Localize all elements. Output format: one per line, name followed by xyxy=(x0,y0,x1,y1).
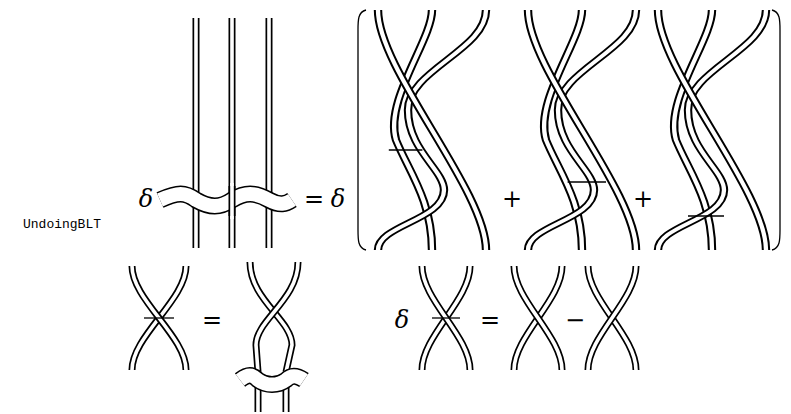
strand xyxy=(422,266,470,370)
braid xyxy=(658,10,766,250)
strand xyxy=(658,10,766,250)
strand xyxy=(194,18,198,248)
strand xyxy=(132,266,186,370)
strand xyxy=(230,18,234,248)
crossing-mark xyxy=(432,317,460,318)
strand xyxy=(658,10,766,250)
strand xyxy=(514,266,562,370)
strand xyxy=(514,266,562,370)
strand xyxy=(256,262,298,372)
strand xyxy=(528,10,636,250)
strand xyxy=(422,266,470,370)
strands-with-band xyxy=(160,18,292,248)
band xyxy=(240,376,304,385)
strand xyxy=(528,10,636,250)
strand xyxy=(132,266,186,370)
strand xyxy=(588,266,636,370)
strand xyxy=(132,266,186,370)
equals-sign: = xyxy=(202,308,222,332)
strand xyxy=(422,266,470,370)
equals-sign: = xyxy=(480,308,500,332)
strand xyxy=(658,10,766,250)
negative-crossing xyxy=(588,266,636,370)
strand xyxy=(514,266,562,370)
delta-symbol: δ xyxy=(331,187,345,211)
strand xyxy=(588,266,636,370)
figure-tag: UndoingBLT xyxy=(23,218,101,231)
strand xyxy=(256,262,298,372)
marked-crossing xyxy=(132,266,186,370)
strand xyxy=(422,266,470,370)
strand xyxy=(229,18,236,248)
crossing-mark xyxy=(144,317,174,318)
strand xyxy=(193,18,200,248)
crossing-with-band xyxy=(240,262,304,412)
strand xyxy=(658,10,766,250)
strand xyxy=(528,10,636,250)
bracket xyxy=(772,10,780,250)
plus-sign: + xyxy=(502,187,522,211)
strand xyxy=(514,266,562,370)
delta-symbol: δ xyxy=(139,187,153,211)
strand xyxy=(378,10,486,250)
strand xyxy=(132,266,186,370)
strand xyxy=(267,18,271,248)
strand xyxy=(266,18,273,248)
strand xyxy=(588,266,636,370)
equals-sign: = xyxy=(304,187,324,211)
minus-sign: − xyxy=(565,308,585,332)
braid xyxy=(378,10,486,250)
delta-symbol: δ xyxy=(395,308,409,332)
braid xyxy=(528,10,636,250)
strand xyxy=(378,10,486,250)
strand xyxy=(378,10,486,250)
band xyxy=(160,194,292,206)
band xyxy=(240,376,304,385)
crossing-mark xyxy=(389,149,423,150)
strand xyxy=(588,266,636,370)
strand xyxy=(230,183,234,219)
positive-crossing xyxy=(514,266,562,370)
plus-sign: + xyxy=(633,187,653,211)
marked-crossing xyxy=(422,266,470,370)
strand xyxy=(528,10,636,250)
bracket xyxy=(358,10,366,250)
band xyxy=(160,194,292,206)
crossing-mark xyxy=(688,215,724,216)
crossing-mark xyxy=(568,181,606,182)
strand xyxy=(378,10,486,250)
